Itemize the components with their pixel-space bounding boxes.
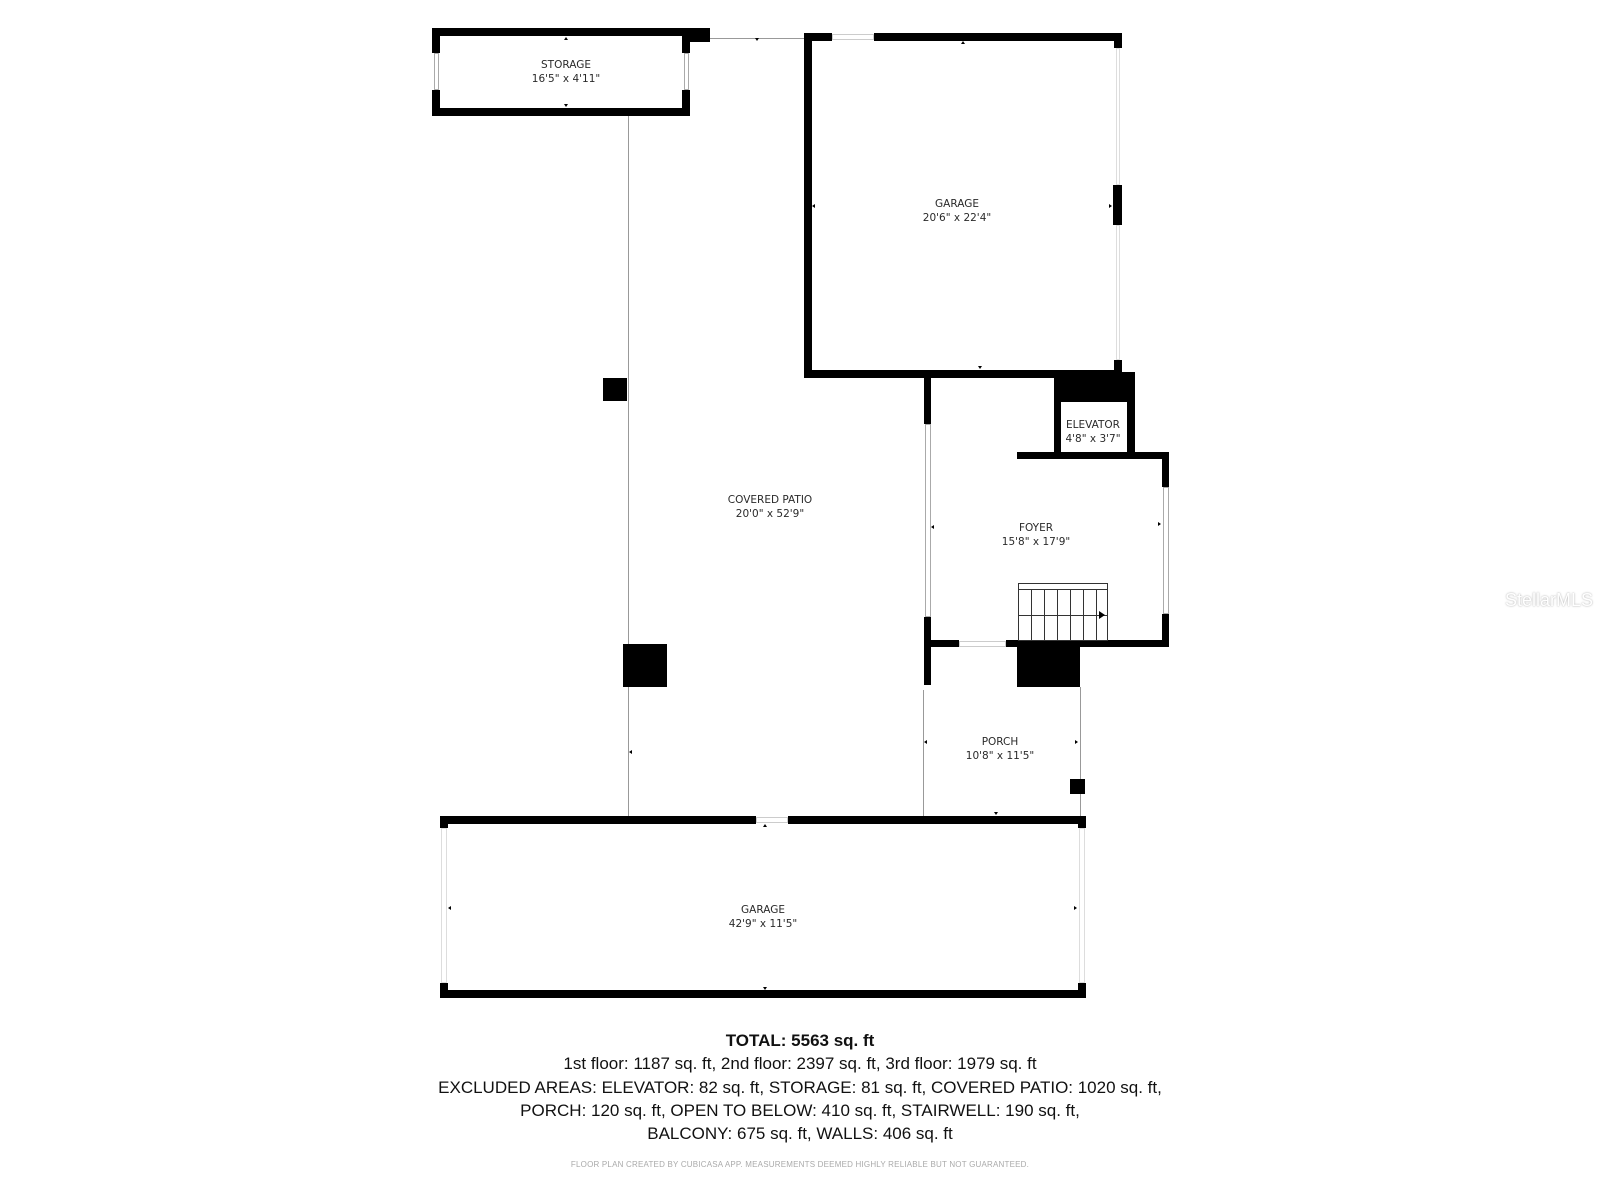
room-dimensions: 16'5" x 4'11" [531, 73, 601, 85]
room-name: GARAGE [935, 198, 979, 210]
room-name: FOYER [1018, 522, 1054, 534]
floor-areas: 1st floor: 1187 sq. ft, 2nd floor: 2397 … [563, 1054, 1037, 1073]
room-dimensions: 20'6" x 22'4" [922, 212, 992, 224]
room-name: PORCH [981, 736, 1019, 748]
disclaimer-footer: FLOOR PLAN CREATED BY CUBICASA APP. MEAS… [570, 1160, 1030, 1169]
room-name: GARAGE [741, 904, 785, 916]
pillar-icon [603, 378, 627, 401]
excluded-areas-line-3: BALCONY: 675 sq. ft, WALLS: 406 sq. ft [647, 1124, 953, 1143]
stairs-direction-arrow-icon [1099, 611, 1105, 619]
room-dimensions: 10'8" x 11'5" [965, 750, 1035, 762]
excluded-areas-line-1: EXCLUDED AREAS: ELEVATOR: 82 sq. ft, STO… [438, 1078, 1162, 1097]
pillar-icon [1070, 779, 1085, 794]
room-dimensions: 42'9" x 11'5" [728, 918, 798, 930]
room-dimensions: 20'0" x 52'9" [735, 508, 805, 520]
room-name: COVERED PATIO [727, 494, 813, 506]
room-dimensions: 15'8" x 17'9" [1001, 536, 1071, 548]
staircase [1018, 583, 1108, 641]
total-area: TOTAL: 5563 sq. ft [725, 1031, 875, 1050]
room-name: ELEVATOR [1066, 419, 1120, 431]
watermark-logo: StellarMLS [1505, 590, 1594, 610]
room-dimensions: 4'8" x 3'7" [1065, 433, 1121, 445]
excluded-areas-line-2: PORCH: 120 sq. ft, OPEN TO BELOW: 410 sq… [520, 1101, 1080, 1120]
room-name: STORAGE [541, 59, 591, 71]
pillar-icon [623, 644, 667, 687]
